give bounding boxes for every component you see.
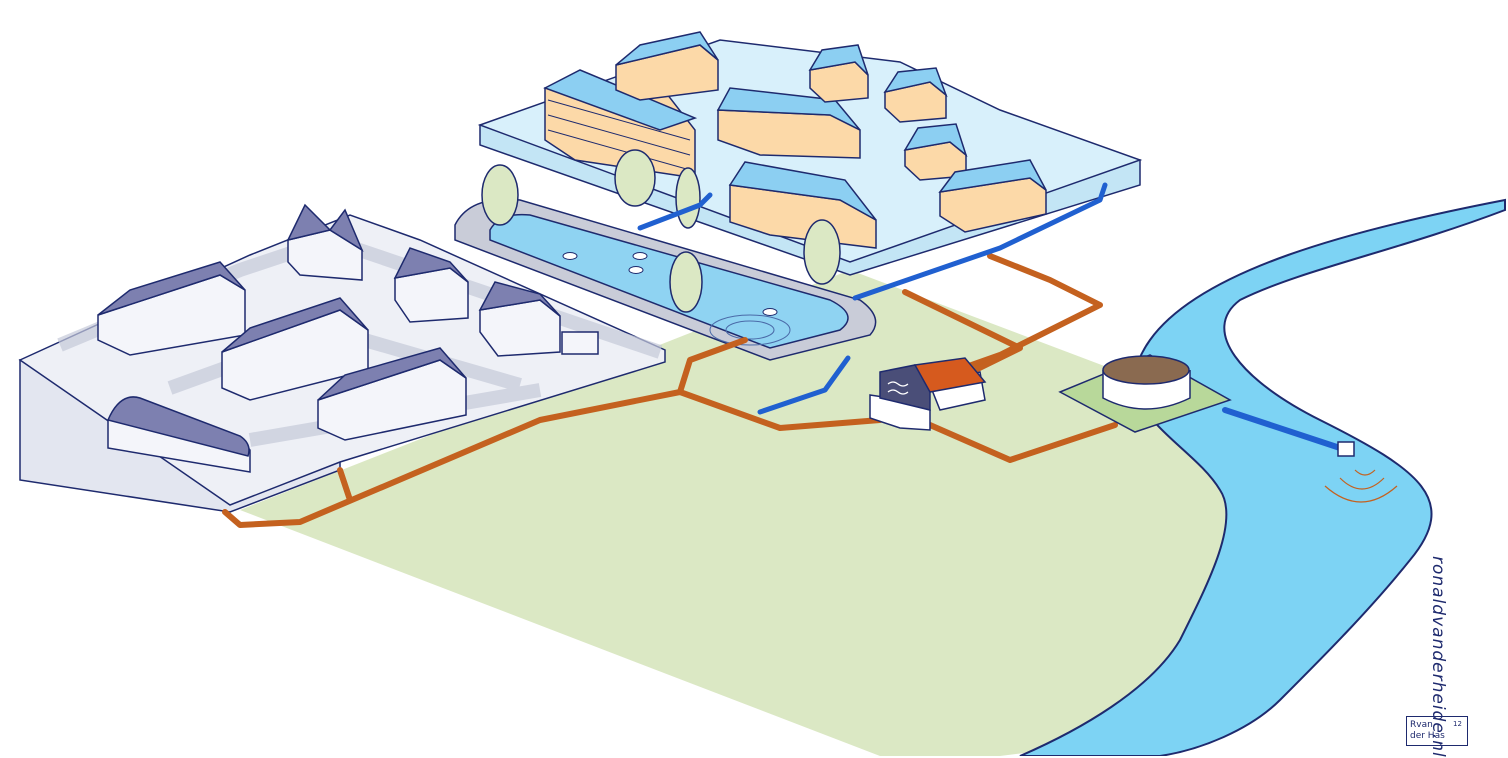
signature-line-1: Rvan	[1410, 720, 1433, 730]
duck-icon	[562, 252, 778, 316]
old-villa-2	[393, 247, 469, 323]
new-house-6	[903, 123, 968, 181]
pond	[454, 198, 877, 361]
outfall-pipe-icon	[1222, 407, 1398, 503]
new-house-5	[883, 67, 948, 123]
artist-signature: Rvan der Has 12	[1406, 716, 1468, 746]
old-house-row-4	[106, 396, 251, 473]
new-house-4	[808, 44, 869, 103]
new-house-1	[615, 31, 719, 101]
pumping-station-icon	[869, 357, 987, 431]
signature-line-2: der Has	[1410, 731, 1445, 741]
new-house-7	[938, 159, 1047, 233]
old-house-row-1	[97, 261, 246, 356]
signature-year: 12	[1453, 720, 1462, 728]
new-house-3	[728, 161, 877, 249]
old-villa-1	[286, 203, 364, 281]
storm-pipes	[637, 182, 1108, 415]
treatment-tank-icon	[1058, 354, 1232, 433]
old-house-row-2	[221, 297, 369, 401]
old-district	[18, 203, 666, 513]
tree-icon	[481, 149, 841, 313]
old-villa-3	[478, 281, 599, 357]
old-house-row-3	[317, 347, 467, 441]
new-house-2	[716, 87, 861, 159]
pond-ripples	[709, 314, 791, 346]
